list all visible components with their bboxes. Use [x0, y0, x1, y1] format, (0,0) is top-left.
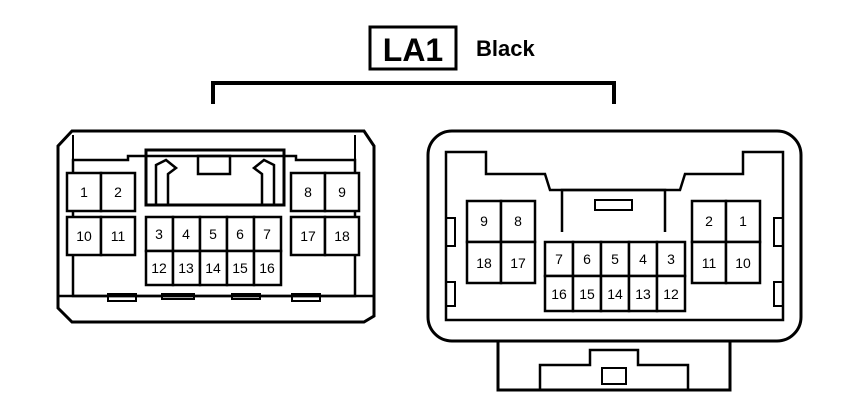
pin-label: 9: [480, 213, 488, 229]
pin-label: 4: [639, 251, 647, 267]
right-pin-2: 2: [690, 199, 728, 244]
connector-color: Black: [476, 36, 535, 61]
right-connector: [426, 129, 803, 392]
right-pin-5: 5: [599, 240, 631, 278]
pin-label: 5: [611, 251, 619, 267]
connector-code-frame: [368, 25, 458, 71]
left-pin-1: 1: [65, 171, 103, 213]
right-pin-1: 1: [724, 199, 762, 244]
pin-label: 17: [510, 255, 526, 271]
pin-label: 17: [300, 228, 316, 244]
right-pin-14: 14: [599, 274, 631, 313]
left-pin-12: 12: [144, 249, 175, 287]
left-pin-grid: 1 2 10 11 3 4 5 6 7 12 13 14 15 16 8 9 1…: [65, 171, 361, 287]
view-bracket: [211, 81, 616, 104]
left-pin-9: 9: [323, 171, 361, 213]
pin-label: 2: [114, 184, 122, 200]
left-pin-13: 13: [171, 249, 202, 287]
left-pin-10: 10: [65, 215, 103, 257]
pin-label: 11: [702, 255, 717, 271]
left-pin-7: 7: [252, 215, 283, 253]
connector-code: LA1: [383, 32, 443, 68]
pin-label: 3: [155, 226, 163, 242]
left-pin-16: 16: [252, 249, 283, 287]
left-pin-6: 6: [225, 215, 256, 253]
pin-label: 4: [182, 226, 190, 242]
right-pin-grid: 9 8 18 17 7 6 5 4 3 16 15 14 13 12 2 1 1…: [465, 199, 762, 313]
pin-label: 12: [151, 260, 167, 276]
right-pin-3: 3: [655, 240, 687, 278]
right-pin-18: 18: [465, 240, 503, 285]
left-pin-8: 8: [289, 171, 327, 213]
left-latch: [144, 148, 286, 207]
right-inner-outline: [444, 150, 785, 322]
left-pin-11: 11: [99, 215, 137, 257]
pin-label: 16: [551, 286, 567, 302]
pin-label: 18: [476, 255, 492, 271]
pin-label: 10: [76, 228, 92, 244]
pin-label: 1: [739, 213, 747, 229]
pin-label: 7: [263, 226, 271, 242]
right-pin-4: 4: [627, 240, 659, 278]
right-pin-16: 16: [543, 274, 575, 313]
pin-label: 11: [111, 228, 126, 244]
pin-label: 13: [635, 286, 651, 302]
pin-label: 6: [236, 226, 244, 242]
left-pin-3: 3: [144, 215, 175, 253]
right-pin-10: 10: [724, 240, 762, 285]
pin-label: 5: [209, 226, 217, 242]
pin-label: 12: [663, 286, 679, 302]
left-pin-14: 14: [198, 249, 229, 287]
pin-label: 9: [338, 184, 346, 200]
connector-label: LA1 Black: [368, 25, 535, 71]
right-pin-11: 11: [690, 240, 728, 285]
pin-label: 10: [735, 255, 751, 271]
pin-label: 14: [607, 286, 623, 302]
left-housing: [56, 129, 376, 324]
right-pin-9: 9: [465, 199, 503, 244]
right-pin-12: 12: [655, 274, 687, 313]
right-pin-8: 8: [499, 199, 537, 244]
pin-label: 14: [205, 260, 221, 276]
pin-label: 15: [232, 260, 248, 276]
pin-label: 15: [579, 286, 595, 302]
pin-label: 6: [583, 251, 591, 267]
pin-label: 16: [259, 260, 275, 276]
right-pin-15: 15: [571, 274, 603, 313]
right-pin-7: 7: [543, 240, 575, 278]
left-pin-5: 5: [198, 215, 229, 253]
pin-label: 7: [555, 251, 563, 267]
pin-label: 1: [80, 184, 88, 200]
left-pin-2: 2: [99, 171, 137, 213]
pin-label: 13: [178, 260, 194, 276]
left-pin-15: 15: [225, 249, 256, 287]
pin-label: 2: [705, 213, 713, 229]
right-pin-17: 17: [499, 240, 537, 285]
pin-label: 8: [514, 213, 522, 229]
left-pin-18: 18: [323, 215, 361, 257]
right-pin-13: 13: [627, 274, 659, 313]
right-bottom-tab: [496, 341, 732, 392]
right-pin-6: 6: [571, 240, 603, 278]
pin-label: 8: [304, 184, 312, 200]
pin-label: 18: [334, 228, 350, 244]
right-housing: [426, 129, 803, 343]
left-pin-17: 17: [289, 215, 327, 257]
pin-label: 3: [667, 251, 675, 267]
left-pin-4: 4: [171, 215, 202, 253]
left-connector: [56, 129, 376, 324]
